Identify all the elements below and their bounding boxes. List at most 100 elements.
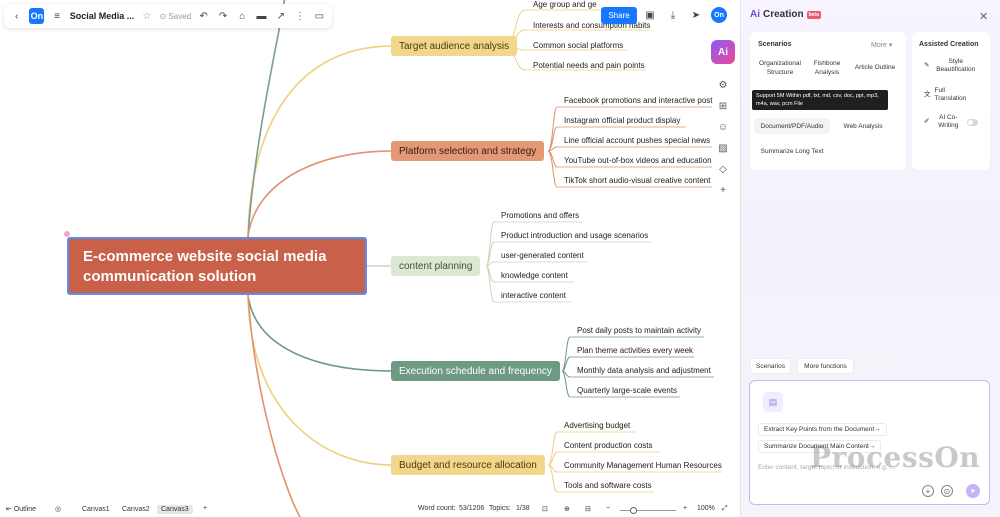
add-icon[interactable]: +	[720, 185, 726, 196]
scenario-organizational-structure[interactable]: Organizational Structure	[759, 60, 801, 76]
topic-target-audience[interactable]: Target audience analysis	[391, 36, 518, 56]
border-style-icon[interactable]: ▭	[314, 10, 325, 22]
document-pdf-audio-button[interactable]: Document/PDF/Audio	[754, 118, 830, 134]
send-button[interactable]: ➤	[966, 484, 980, 498]
topic-content-planning[interactable]: content planning	[391, 256, 481, 276]
image-icon[interactable]: ▨	[718, 143, 728, 154]
emoji-icon[interactable]: ☺	[717, 122, 729, 133]
topic-label: content planning	[399, 260, 473, 272]
subtopic[interactable]: Quarterly large-scale events	[577, 386, 678, 395]
undo-icon[interactable]: ↶	[199, 10, 208, 22]
topic-platform-selection[interactable]: Platform selection and strategy	[391, 141, 545, 161]
topic-budget-allocation[interactable]: Budget and resource allocation	[391, 455, 545, 475]
topics-label: Topics:	[489, 505, 511, 512]
locate-icon[interactable]: ⊕	[564, 506, 570, 513]
zoom-slider-knob[interactable]	[630, 507, 637, 514]
ai-co-writing-toggle[interactable]	[967, 118, 978, 126]
document-icon: ▤	[763, 392, 783, 412]
subtopic[interactable]: Instagram official product display	[564, 116, 681, 125]
subtopic[interactable]: interactive content	[501, 291, 566, 300]
subtopic[interactable]: Post daily posts to maintain activity	[577, 326, 702, 335]
redo-icon[interactable]: ↷	[218, 10, 228, 22]
subtopic[interactable]: Facebook promotions and interactive post	[564, 96, 713, 105]
add-canvas-button[interactable]: +	[203, 505, 208, 512]
subtopic[interactable]: TikTok short audio-visual creative conte…	[564, 176, 711, 185]
structure-icon[interactable]: ⊞	[718, 101, 728, 112]
chevron-left-icon[interactable]: ‹	[14, 10, 19, 22]
subtopic[interactable]: Line official account pushes special new…	[564, 136, 711, 145]
canvas-tab-1[interactable]: Canvas1	[82, 506, 110, 513]
ai-co-writing-toggle-row[interactable]: ✐AI Co-Writing	[918, 112, 984, 132]
present-icon[interactable]: ▣	[645, 10, 655, 21]
subtopic[interactable]: Interests and consumption habits	[533, 21, 651, 30]
suggestion-summarize-document[interactable]: Summarize Document Main Content→	[758, 440, 882, 453]
subtopic[interactable]: knowledge content	[501, 271, 568, 280]
suggestion-extract-key-points[interactable]: Extract Key Points from the Document→	[758, 423, 887, 436]
more-dropdown[interactable]: More ▾	[871, 42, 893, 49]
subtopic[interactable]: Common social platforms	[533, 41, 624, 50]
subtopic[interactable]: Age group and ge	[533, 0, 597, 9]
zoom-level[interactable]: 100%	[697, 505, 715, 512]
style-beautification-button[interactable]: ✎Style Beautification	[918, 56, 984, 76]
subtopic[interactable]: Promotions and offers	[501, 211, 580, 220]
mindmap-canvas[interactable]: E-commerce website social media communic…	[0, 0, 740, 517]
subtopic[interactable]: YouTube out-of-box videos and education	[564, 156, 712, 165]
format-painter-icon[interactable]: ⌂	[239, 10, 246, 22]
fit-screen-icon[interactable]: ⊡	[542, 506, 548, 513]
panel-header: Ai Creation beta	[750, 9, 821, 20]
prompt-placeholder: Enter content, target topic, or instruct…	[758, 464, 895, 471]
menu-icon[interactable]: ≡	[54, 10, 60, 22]
topic-execution-schedule[interactable]: Execution schedule and frequency	[391, 361, 560, 381]
document-title[interactable]: Social Media ...	[69, 11, 135, 21]
zoom-slider-track[interactable]	[620, 510, 676, 511]
settings-icon[interactable]: ⊙	[941, 485, 953, 497]
layers-icon[interactable]: ◎	[55, 506, 62, 513]
tab-scenarios[interactable]: Scenarios	[750, 358, 791, 374]
user-avatar[interactable]: On	[711, 7, 727, 23]
layout-icon[interactable]: ⋮	[295, 10, 306, 22]
assist-label: Style Beautification	[936, 58, 976, 73]
subtopic[interactable]: Product introduction and usage scenarios	[501, 231, 649, 240]
scenario-fishbone-analysis[interactable]: Fishbone Analysis	[813, 60, 841, 76]
central-topic[interactable]: E-commerce website social media communic…	[64, 231, 367, 295]
topics-value: 1/38	[516, 505, 530, 512]
subtopic[interactable]: Content production costs	[564, 441, 653, 450]
zoom-out-button[interactable]: −	[606, 505, 611, 512]
subtopic[interactable]: Community Management Human Resources	[564, 461, 722, 470]
style-sliders-icon[interactable]: ⚙	[718, 80, 728, 91]
star-icon[interactable]: ☆	[142, 10, 152, 22]
subtopic[interactable]: Advertising budget	[564, 421, 631, 430]
ai-assistant-button[interactable]: Ai	[711, 40, 735, 64]
send-icon[interactable]: ➤	[691, 10, 701, 21]
ai-logo-icon: Ai	[750, 9, 760, 20]
node-handle[interactable]	[64, 231, 70, 237]
subtopic[interactable]: Plan theme activities every week	[577, 346, 694, 355]
close-icon[interactable]: ✕	[979, 11, 989, 23]
tool-rail: Ai ⚙ ⊞ ☺ ▨ ◇ +	[708, 40, 738, 198]
canvas-tab-3[interactable]: Canvas3	[157, 505, 193, 514]
line-style-icon[interactable]: ▬	[256, 10, 267, 22]
connector-icon[interactable]: ↗	[276, 10, 285, 22]
download-icon[interactable]: ⤓	[670, 10, 676, 21]
tag-icon[interactable]: ◇	[719, 164, 727, 175]
assist-label: AI Co-Writing	[938, 114, 959, 129]
zoom-in-button[interactable]: +	[683, 505, 688, 512]
subtopic[interactable]: Tools and software costs	[564, 481, 652, 490]
subtopic[interactable]: Monthly data analysis and adjustment	[577, 366, 711, 375]
summarize-long-text-button[interactable]: Summarize Long Text	[754, 143, 830, 159]
web-analysis-button[interactable]: Web Analysis	[832, 118, 894, 134]
add-attachment-icon[interactable]: +	[922, 485, 934, 497]
scenario-article-outline[interactable]: Article Outline	[854, 64, 896, 71]
share-button[interactable]: Share	[601, 7, 637, 24]
tab-more-functions[interactable]: More functions	[797, 358, 854, 374]
canvas-tab-2[interactable]: Canvas2	[122, 506, 150, 513]
subtopic[interactable]: Potential needs and pain points	[533, 61, 645, 70]
word-count-value: 53/1206	[459, 505, 485, 512]
fullscreen-icon[interactable]: ⤢	[722, 505, 728, 512]
map-icon[interactable]: ⊟	[585, 506, 591, 513]
topic-label: Platform selection and strategy	[399, 145, 537, 157]
outline-toggle[interactable]: ⇤ Outline	[6, 506, 36, 513]
subtopic[interactable]: user-generated content	[501, 251, 584, 260]
app-logo[interactable]: On	[29, 8, 45, 24]
